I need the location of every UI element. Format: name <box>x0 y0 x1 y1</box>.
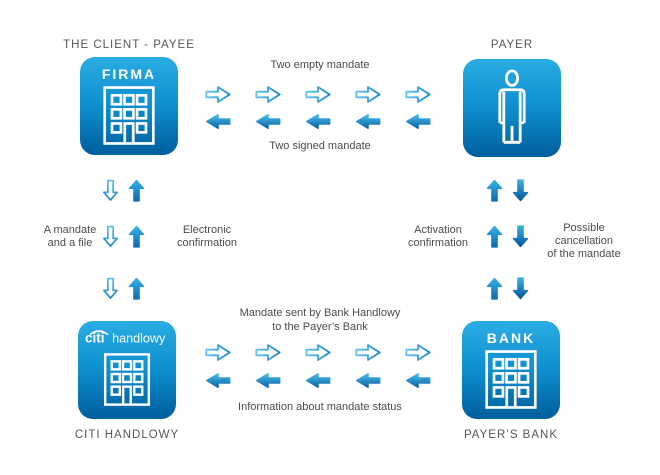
left-flow-arrow-pair <box>101 178 146 203</box>
building-icon <box>484 350 538 409</box>
arrow-down-solid-icon <box>511 224 530 249</box>
handlowy-logo-word: handlowy <box>112 332 166 346</box>
client-label: THE CLIENT - PAYEE <box>63 39 195 51</box>
citi-handlowy-logo: citi handlowy <box>85 330 166 346</box>
arrow-left-solid-icon <box>304 111 332 132</box>
person-icon <box>490 68 534 147</box>
left-flow-arrow-pair <box>101 224 146 249</box>
bank-box-title: BANK <box>486 330 536 346</box>
arrow-up-solid-icon <box>485 178 504 203</box>
arrow-up-solid-icon <box>485 224 504 249</box>
right-flow-down-caption: Possible cancellation of the mandate <box>547 222 621 260</box>
arrow-right-outline-icon <box>354 342 382 363</box>
arrow-left-solid-icon <box>204 111 232 132</box>
citi-handlowy-label: CITI HANDLOWY <box>74 429 180 441</box>
left-flow-up-caption: Electronic confirmation <box>177 224 237 249</box>
citi-handlowy-node-box: citi handlowy <box>78 321 176 419</box>
payers-bank-node-box: BANK <box>462 321 560 419</box>
arrow-right-outline-icon <box>254 342 282 363</box>
right-flow-arrow-pair <box>485 224 530 249</box>
left-flow-down-caption: A mandate and a file <box>43 224 97 249</box>
citi-arc-icon <box>89 330 109 336</box>
right-flow-arrow-pair <box>485 178 530 203</box>
building-icon <box>103 353 151 406</box>
bottom-flow-forward-caption: Mandate sent by Bank Handlowy to the Pay… <box>239 307 401 333</box>
arrow-left-solid-icon <box>354 370 382 391</box>
left-flow-arrow-pair <box>101 276 146 301</box>
bottom-flow-back-arrows <box>204 370 432 391</box>
arrow-right-outline-icon <box>404 342 432 363</box>
top-flow-back-caption: Two signed mandate <box>269 140 371 152</box>
arrow-left-solid-icon <box>354 111 382 132</box>
arrow-left-solid-icon <box>254 111 282 132</box>
top-flow-back-arrows <box>204 111 432 132</box>
arrow-left-solid-icon <box>304 370 332 391</box>
right-flow-arrow-pair <box>485 276 530 301</box>
arrow-up-solid-icon <box>485 276 504 301</box>
arrow-left-solid-icon <box>204 370 232 391</box>
arrow-right-outline-icon <box>254 84 282 105</box>
arrow-right-outline-icon <box>304 84 332 105</box>
arrow-up-solid-icon <box>127 276 146 301</box>
client-node-box: FIRMA <box>80 57 178 155</box>
building-icon <box>102 86 156 145</box>
arrow-right-outline-icon <box>204 84 232 105</box>
bottom-flow-back-caption: Information about mandate status <box>238 401 402 413</box>
bottom-flow-forward-arrows <box>204 342 432 363</box>
arrow-down-outline-icon <box>101 224 120 249</box>
arrow-up-solid-icon <box>127 178 146 203</box>
top-flow-forward-caption: Two empty mandate <box>270 59 370 71</box>
arrow-down-outline-icon <box>101 178 120 203</box>
arrow-right-outline-icon <box>304 342 332 363</box>
arrow-right-outline-icon <box>354 84 382 105</box>
citi-logo-word: citi <box>85 331 105 346</box>
right-flow-up-caption: Activation confirmation <box>408 224 468 249</box>
payer-label: PAYER <box>490 39 534 51</box>
arrow-up-solid-icon <box>127 224 146 249</box>
arrow-left-solid-icon <box>254 370 282 391</box>
arrow-down-solid-icon <box>511 276 530 301</box>
arrow-down-outline-icon <box>101 276 120 301</box>
arrow-right-outline-icon <box>204 342 232 363</box>
arrow-down-solid-icon <box>511 178 530 203</box>
client-box-title: FIRMA <box>101 66 157 82</box>
arrow-right-outline-icon <box>404 84 432 105</box>
arrow-left-solid-icon <box>404 370 432 391</box>
payer-node-box <box>463 59 561 157</box>
payers-bank-label: PAYER’S BANK <box>463 429 559 441</box>
top-flow-forward-arrows <box>204 84 432 105</box>
arrow-left-solid-icon <box>404 111 432 132</box>
